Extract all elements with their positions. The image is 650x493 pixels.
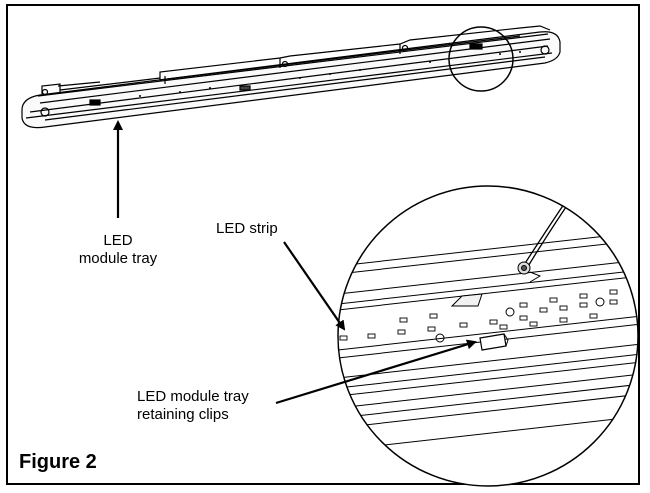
detail-callout-circle [448,26,514,92]
led-strip-arrow [283,241,346,331]
module-tray-label-line1: LED [103,232,133,249]
detail-view [338,186,638,486]
led-fixture-body [21,25,561,129]
retaining-clips-label: LED module tray retaining clips [137,388,249,424]
module-tray-label-line2: module tray [78,250,158,267]
detail-circle-outline [337,185,639,487]
retaining-clips-label-line1: LED module tray [137,388,249,405]
figure-caption: Figure 2 [19,451,97,473]
module-tray-label: LED module tray [78,232,158,268]
led-chips [339,289,618,341]
retaining-clips-label-line2: retaining clips [137,406,229,423]
retaining-clips-arrow [275,339,477,405]
fixture-holes [139,51,521,97]
led-strip-label: LED strip [216,220,278,237]
